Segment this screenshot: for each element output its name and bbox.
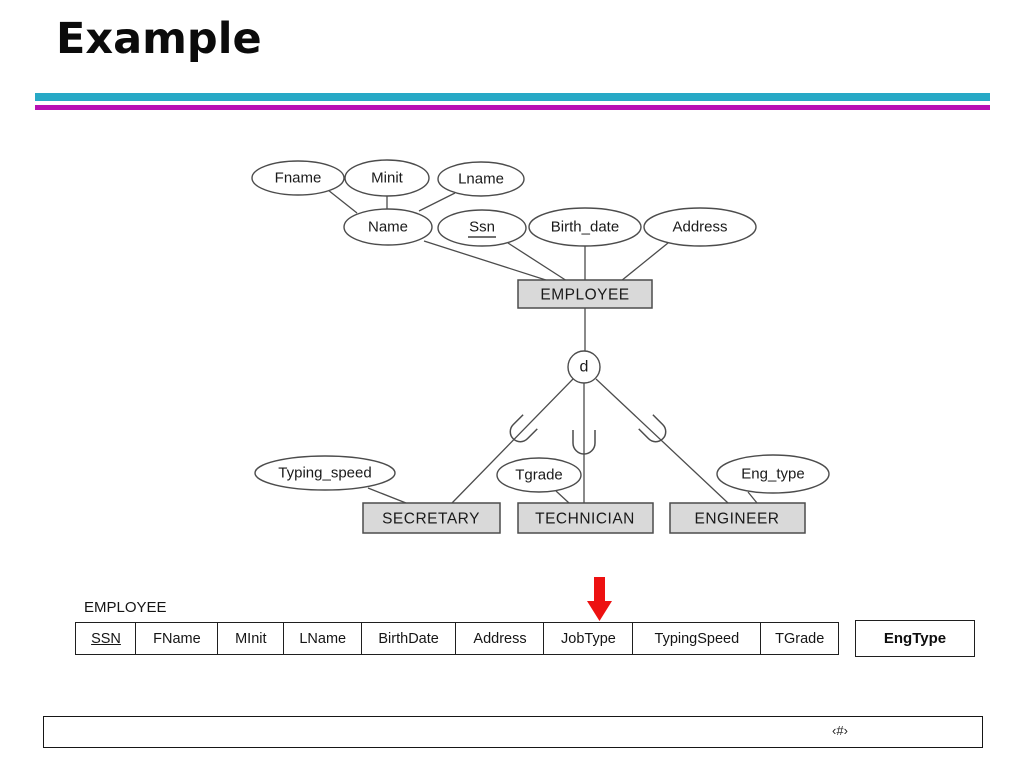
minit-oval	[344, 159, 430, 197]
relation-table-name: EMPLOYEE	[84, 599, 167, 616]
attribute-minit: Minit	[344, 159, 430, 197]
table-cell-engtype: EngType	[855, 620, 975, 657]
attribute-eng-type: Eng_type	[716, 454, 830, 494]
table-cell-fname: FName	[135, 622, 219, 655]
line-typingspeed-secretary	[367, 487, 407, 504]
secretary-entity-label: SECRETARY	[382, 511, 480, 528]
subset-symbols	[509, 414, 667, 455]
fname-label: Fname	[275, 170, 322, 187]
employee-entity-label: EMPLOYEE	[540, 287, 629, 304]
attribute-fname: Fname	[251, 160, 345, 196]
attribute-address: Address	[643, 207, 757, 247]
typing-speed-label: Typing_speed	[278, 465, 371, 482]
disjoint-circle-label: d	[580, 359, 589, 376]
birth-date-label: Birth_date	[551, 219, 619, 236]
relation-table-row: SSN FName MInit LName BirthDate Address …	[75, 622, 840, 655]
line-tgrade-technician	[555, 490, 570, 504]
secretary-rect	[362, 502, 501, 534]
line-circle-engineer	[595, 378, 729, 504]
table-cell-minit: MInit	[216, 622, 285, 655]
attribute-tgrade: Tgrade	[496, 457, 582, 493]
tgrade-label: Tgrade	[515, 467, 563, 484]
diagram-connectors	[327, 189, 758, 504]
line-engtype-engineer	[747, 491, 758, 504]
attribute-lname: Lname	[437, 161, 525, 197]
table-cell-lname: LName	[283, 622, 363, 655]
lname-oval	[437, 161, 525, 197]
footer-box	[43, 716, 983, 748]
minit-label: Minit	[371, 170, 404, 187]
typing-speed-oval	[254, 455, 396, 491]
ssn-label: Ssn	[469, 219, 495, 236]
attribute-ovals: Fname Minit Lname Name Ssn Birth_date Ad…	[251, 159, 830, 494]
attribute-name: Name	[343, 208, 433, 246]
birth-date-oval	[528, 207, 642, 247]
name-oval	[343, 208, 433, 246]
engineer-rect	[669, 502, 806, 534]
lname-label: Lname	[458, 171, 504, 188]
line-circle-secretary	[451, 378, 574, 504]
line-address-employee	[620, 242, 669, 282]
eng-type-oval	[716, 454, 830, 494]
entity-engineer: ENGINEER	[669, 502, 806, 534]
address-oval	[643, 207, 757, 247]
red-down-arrow-icon	[587, 577, 612, 621]
cyan-rule	[35, 93, 990, 101]
line-ssn-employee	[507, 242, 568, 282]
entity-employee: EMPLOYEE	[517, 279, 653, 309]
technician-entity-label: TECHNICIAN	[535, 511, 635, 528]
specialization-circle: d	[567, 350, 601, 384]
address-label: Address	[672, 219, 727, 236]
ssn-oval	[437, 209, 527, 247]
fname-oval	[251, 160, 345, 196]
table-cell-jobtype: JobType	[543, 622, 634, 655]
attribute-typing-speed: Typing_speed	[254, 455, 396, 491]
subset-symbol-technician	[572, 430, 596, 455]
employee-rect	[517, 279, 653, 309]
eng-type-label: Eng_type	[741, 466, 804, 483]
table-cell-ssn: SSN	[75, 622, 137, 655]
line-name-employee	[423, 240, 550, 282]
page-title: Example	[56, 14, 262, 64]
entity-technician: TECHNICIAN	[517, 502, 654, 534]
table-cell-typingspeed: TypingSpeed	[631, 622, 762, 655]
attribute-birth-date: Birth_date	[528, 207, 642, 247]
slide-number-placeholder: ‹#›	[832, 723, 848, 738]
name-label: Name	[368, 219, 408, 236]
entity-secretary: SECRETARY	[362, 502, 501, 534]
magenta-rule	[35, 105, 990, 110]
line-fname-name	[327, 189, 358, 214]
tgrade-oval	[496, 457, 582, 493]
technician-rect	[517, 502, 654, 534]
subset-symbol-engineer	[638, 414, 667, 443]
table-cell-tgrade: TGrade	[760, 622, 840, 655]
attribute-ssn: Ssn	[437, 209, 527, 247]
disjoint-circle	[567, 350, 601, 384]
engineer-entity-label: ENGINEER	[695, 511, 780, 528]
line-lname-name	[418, 192, 456, 212]
table-cell-birthdate: BirthDate	[360, 622, 457, 655]
table-cell-address: Address	[455, 622, 546, 655]
subset-symbol-secretary	[509, 414, 538, 443]
entity-rects: EMPLOYEE SECRETARY TECHNICIAN ENGINEER	[362, 279, 806, 534]
